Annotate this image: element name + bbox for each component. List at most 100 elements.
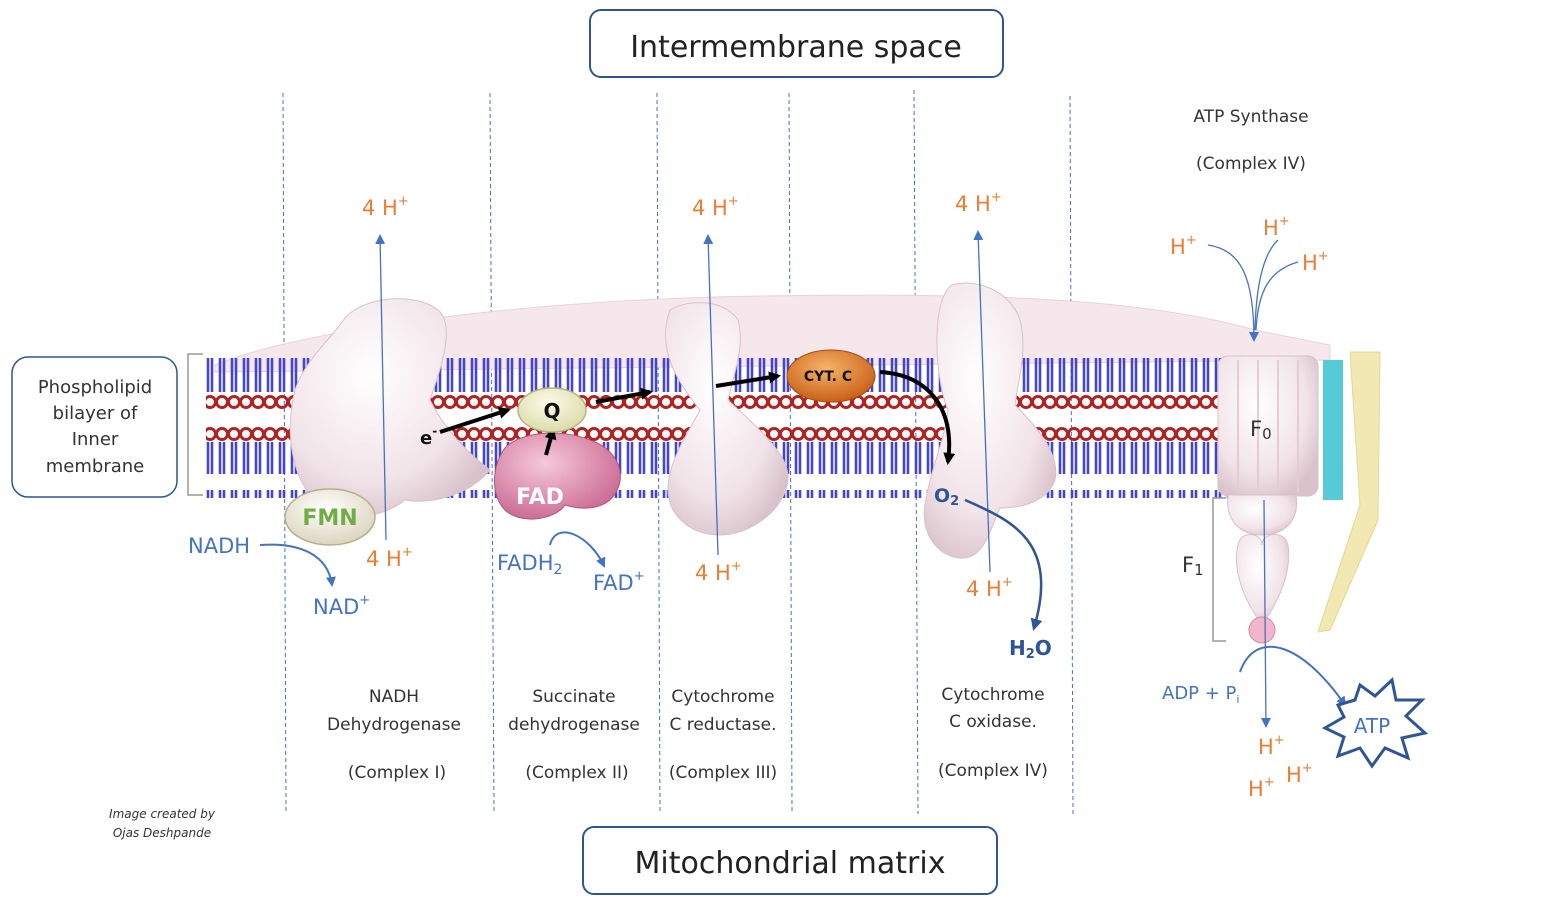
atp-starburst [1321,677,1429,769]
complex-iii-name: Cytochrome [671,687,774,707]
complex-i-name: Dehydrogenase [327,715,461,735]
fad-to-q-arrow [544,427,557,456]
fad-plus-symbol: FAD [593,571,634,595]
q-label: Q [543,399,560,423]
h2o-subscript: 2 [1026,647,1035,662]
f1-label: F1 [1182,553,1204,579]
fmn-label: FMN [302,506,357,531]
intermembrane-space-box [589,9,1004,78]
h2o-h: H [1009,636,1026,660]
o2-to-h2o-arrow [964,498,1043,631]
mitochondrial-matrix-box [582,826,998,895]
f1-symbol: F [1182,553,1194,577]
complex-i-tag: (Complex I) [348,763,446,783]
complex-iv-name: Cytochrome [941,685,1044,705]
stalk [1227,494,1298,536]
proton-label: 4 H+ [692,194,739,220]
complex-ii-name: dehydrogenase [508,715,640,735]
fad-label: FAD [516,485,564,510]
f1-knob [1248,616,1276,644]
proton-label: 4 H+ [955,190,1002,216]
nad-label: NAD+ [313,593,370,619]
f1-subunit [1235,534,1290,626]
complex-i-proton-arrow [375,234,387,541]
separator-line [913,89,919,815]
proton-label: 4 H+ [362,194,409,220]
adp-pi-text: ADP + P [1162,683,1237,704]
proton-labels: 4 H+ 4 H+ 4 H+ 4 H+ 4 H+ 4 H+ H+ H+ H+ H… [362,190,1329,801]
atp-synthase [1217,351,1381,644]
atp-synthase-proton-arrow [1260,499,1271,728]
o2-symbol: O [934,485,950,507]
cytochrome-c-molecule [786,349,876,403]
complex-iv-name: C oxidase. [949,712,1037,732]
complex-iii-to-cytc-arrow [715,371,781,388]
o2-subscript: 2 [950,494,959,509]
proton-pump-arrows [375,230,1299,728]
complex-ii-name: Succinate [532,687,615,707]
complex-iii-protein [665,302,789,536]
f0-subscript: 0 [1262,425,1272,443]
fadh2-subscript: 2 [553,562,562,578]
proton-inflow-left [1207,244,1259,342]
f0-symbol: F [1250,417,1262,441]
proton-inflow-right [1255,261,1299,331]
complex-iv-proton-arrow [973,230,991,573]
fad-plus-label: FAD+ [593,569,645,595]
fadh2-arrow [549,531,606,568]
proton-label: H+ [1170,233,1197,259]
proton-inflow-middle [1254,239,1279,331]
electron-label: e- [420,424,437,449]
h2o-o: O [1035,636,1052,660]
cytochrome-c-label: CYT. C [804,369,852,385]
atp-synthase-name: ATP Synthase [1193,107,1308,127]
intermembrane-space-title: Intermembrane space [630,30,962,65]
phospholipid-label-line: bilayer of [53,403,138,424]
f0-label: F0 [1250,417,1272,443]
fmn-molecule [284,488,376,546]
f1-subscript: 1 [1194,561,1204,579]
bilayer-bracket [187,353,203,496]
proton-label: H+ [1263,214,1290,240]
mitochondrial-matrix-title: Mitochondrial matrix [635,846,946,881]
proton-label: H+ [1286,761,1313,787]
electron-charge: - [432,424,437,438]
q-molecule [517,387,587,433]
phospholipid-label: Phospholipid bilayer of Inner membrane [38,377,152,477]
h2o-label: H2O [1009,636,1052,662]
adp-pi-subscript: i [1236,693,1239,706]
e-to-q-arrow [439,407,511,434]
adp-pi-label: ADP + Pi [1162,683,1239,706]
complex-iii-name: C reductase. [669,715,776,735]
o2-label: O2 [934,485,959,509]
complex-labels: NADH Dehydrogenase (Complex I) Succinate… [327,107,1309,783]
complex-iii-tag: (Complex III) [669,763,777,783]
f1-bracket [1212,497,1226,642]
nadh-label: NADH [188,534,250,558]
proton-label: H+ [1248,775,1275,801]
proton-label: 4 H+ [366,545,413,571]
fadh2-symbol: FADH [497,551,553,575]
q-to-complex-iii-arrow [595,387,653,404]
credit-line: Image created by [109,807,216,821]
atp-synthase-tag: (Complex IV) [1196,154,1306,174]
phospholipid-label-box [11,356,178,498]
complex-i-protein [289,298,491,517]
phospholipid-label-line: Inner [72,429,119,450]
image-credit: Image created by Ojas Deshpande [109,807,216,840]
electron-flow-arrows [439,370,956,465]
complex-ii-protein [494,432,621,520]
proton-label: 4 H+ [966,575,1013,601]
fad-plus-charge: + [634,569,645,584]
fadh2-label: FADH2 [497,551,562,578]
complex-iv-tag: (Complex IV) [938,761,1048,781]
nad-symbol: NAD [313,595,359,619]
adp-arrow [1239,645,1347,707]
complex-iii-proton-arrow [703,234,719,556]
phospholipid-label-line: Phospholipid [38,377,152,398]
nadh-arrow [259,543,336,587]
electron-symbol: e [420,428,432,449]
teal-subunit [1323,360,1343,500]
peripheral-stalk [1317,351,1381,633]
